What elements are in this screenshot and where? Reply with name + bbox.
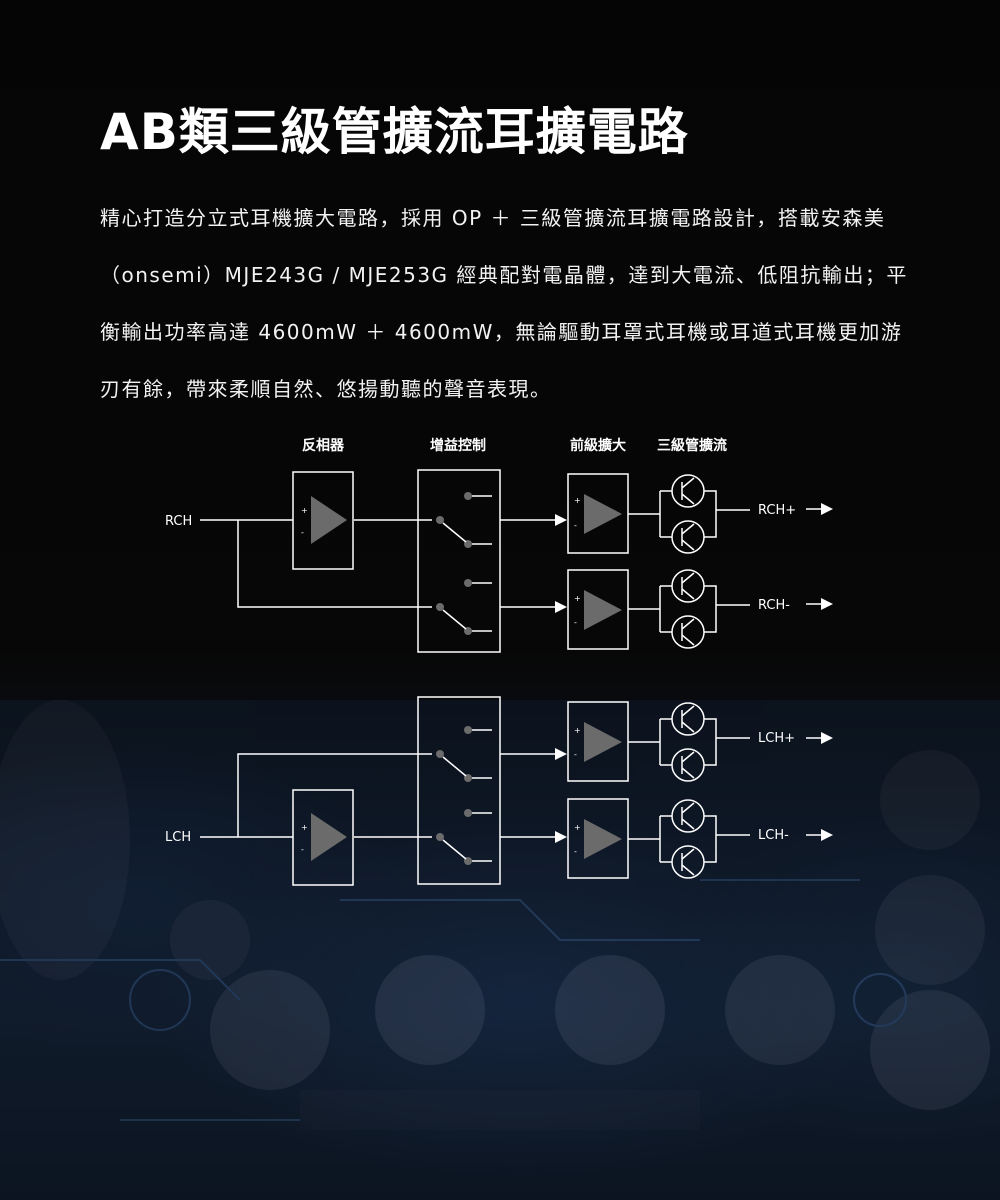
gain-switch	[436, 809, 492, 865]
transistor-pair	[628, 569, 750, 649]
gain-control-box-right	[417, 469, 501, 653]
gain-to-preamp-wires	[500, 514, 567, 843]
svg-text:+: +	[301, 506, 308, 515]
preamp-right-minus: + -	[567, 569, 629, 650]
output-label-rch-plus: RCH+	[758, 503, 796, 518]
header-transistor: 三級管擴流	[657, 437, 727, 454]
preamp-left-minus: + -	[567, 798, 629, 879]
inverter-amp-left: + -	[292, 789, 354, 886]
header-preamp: 前級擴大	[570, 437, 626, 454]
gain-switch	[436, 726, 492, 782]
svg-text:+: +	[574, 496, 581, 505]
gain-switch	[436, 579, 492, 635]
output-arrows	[806, 503, 833, 841]
gain-switches	[436, 492, 492, 865]
gain-switch	[436, 492, 492, 548]
input-wiring	[200, 519, 432, 838]
input-label-left: LCH	[165, 830, 191, 845]
header-gain-control: 增益控制	[430, 437, 486, 454]
svg-text:+: +	[301, 823, 308, 832]
input-label-right: RCH	[165, 514, 192, 529]
svg-text:-: -	[574, 847, 577, 856]
svg-text:-: -	[574, 750, 577, 759]
svg-text:-: -	[574, 521, 577, 530]
svg-text:-: -	[574, 618, 577, 627]
gain-control-box-left	[417, 696, 501, 885]
output-label-lch-plus: LCH+	[758, 731, 795, 746]
preamp-left-plus: + -	[567, 701, 629, 782]
transistor-pair	[628, 474, 750, 554]
svg-text:+: +	[574, 726, 581, 735]
output-label-lch-minus: LCH-	[758, 828, 789, 843]
preamp-right-plus: + -	[567, 473, 629, 554]
transistor-pair	[628, 702, 750, 782]
svg-text:-: -	[301, 528, 304, 537]
svg-text:+: +	[574, 823, 581, 832]
svg-text:+: +	[574, 594, 581, 603]
transistor-pair	[628, 799, 750, 879]
page-title: AB類三級管擴流耳擴電路	[100, 103, 689, 161]
description-paragraph: 精心打造分立式耳機擴大電路，採用 OP ＋ 三級管擴流耳擴電路設計，搭載安森美（…	[100, 206, 908, 401]
svg-text:-: -	[301, 845, 304, 854]
header-inverter: 反相器	[302, 437, 345, 454]
transistor-stages	[628, 474, 750, 879]
inverter-amp-right: + -	[292, 471, 354, 570]
output-label-rch-minus: RCH-	[758, 598, 790, 613]
